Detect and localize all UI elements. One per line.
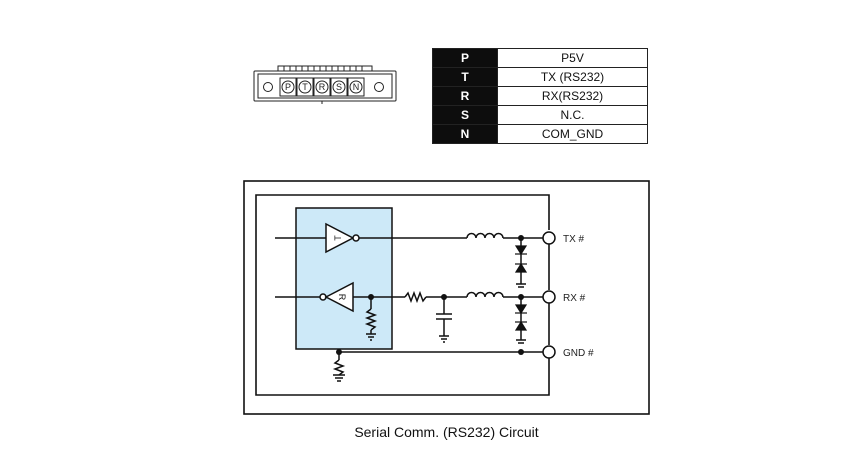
pin-description: P5V	[497, 48, 648, 68]
outer-frame	[243, 180, 650, 415]
gnd-terminal-label: GND #	[563, 348, 594, 359]
pin-code: P	[432, 48, 498, 68]
table-row: T TX (RS232)	[432, 67, 648, 87]
pin-code: S	[432, 105, 498, 125]
tx-terminal-label: TX #	[563, 234, 585, 245]
terminal-connector	[253, 65, 397, 104]
connector-pin-p: P	[285, 82, 291, 92]
tvs-diode-tx	[514, 245, 528, 273]
rx-receiver-label: R	[337, 294, 347, 301]
pin-description: RX(RS232)	[497, 86, 648, 106]
junction-dots	[336, 235, 524, 355]
gnd-terminal	[542, 345, 556, 359]
table-row: N COM_GND	[432, 124, 648, 144]
table-row: R RX(RS232)	[432, 86, 648, 106]
pin-assignment-table: P P5V T TX (RS232) R RX(RS232) S N.C. N …	[432, 48, 648, 144]
rx-terminal-label: RX #	[563, 293, 586, 304]
connector-pin-s: S	[336, 82, 342, 92]
figure-caption: Serial Comm. (RS232) Circuit	[354, 424, 539, 440]
tx-terminal	[542, 231, 556, 245]
output-terminals	[542, 231, 556, 359]
pin-code: R	[432, 86, 498, 106]
tvs-diode-rx	[514, 304, 528, 331]
pin-description: COM_GND	[497, 124, 648, 144]
table-row: P P5V	[432, 48, 648, 68]
pin-code: T	[432, 67, 498, 87]
pin-code: N	[432, 124, 498, 144]
pin-description: N.C.	[497, 105, 648, 125]
tx-driver-label: T	[333, 235, 343, 241]
connector-pin-r: R	[319, 82, 326, 92]
table-row: S N.C.	[432, 105, 648, 125]
rx-terminal	[542, 290, 556, 304]
inner-frame	[255, 194, 550, 396]
connector-pin-n: N	[353, 82, 360, 92]
pin-description: TX (RS232)	[497, 67, 648, 87]
connector-pin-t: T	[302, 82, 308, 92]
transceiver-ic	[295, 207, 393, 350]
